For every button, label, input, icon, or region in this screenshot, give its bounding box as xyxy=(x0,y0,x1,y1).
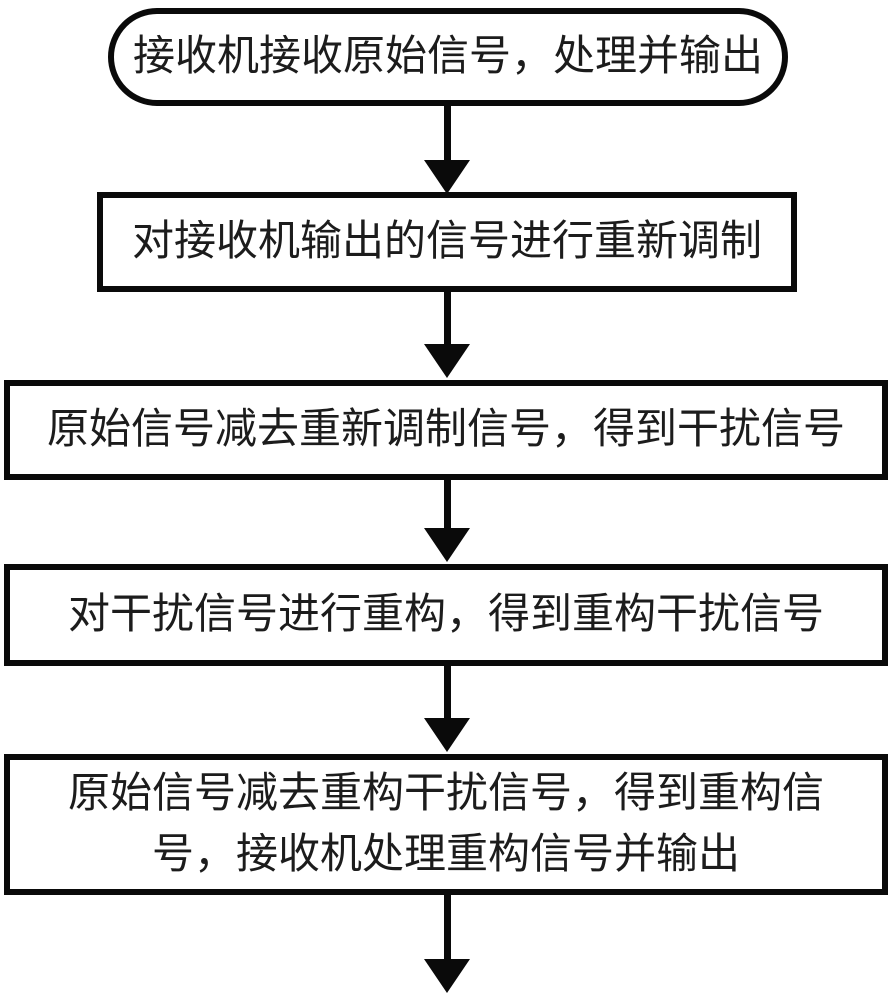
flow-node-receive-original-signal: 接收机接收原始信号，处理并输出 xyxy=(108,8,788,106)
arrowhead-down-icon xyxy=(424,344,470,378)
connector-arrow-2 xyxy=(424,292,470,378)
connector-arrow-3 xyxy=(424,480,470,562)
arrowhead-down-icon xyxy=(424,959,470,993)
arrow-shaft xyxy=(443,666,451,718)
flow-node-subtract-remodulated-signal: 原始信号减去重新调制信号，得到干扰信号 xyxy=(4,380,888,480)
connector-arrow-1 xyxy=(424,106,470,194)
arrow-shaft xyxy=(443,106,451,160)
connector-arrow-4 xyxy=(424,666,470,752)
arrowhead-down-icon xyxy=(424,528,470,562)
arrow-shaft xyxy=(443,292,451,344)
flow-node-remodulate-output: 对接收机输出的信号进行重新调制 xyxy=(97,192,797,292)
flow-node-reconstruct-interference: 对干扰信号进行重构，得到重构干扰信号 xyxy=(4,564,888,666)
arrowhead-down-icon xyxy=(424,160,470,194)
connector-arrow-output xyxy=(424,895,470,993)
flow-node-label: 原始信号减去重构干扰信号，得到重构信号，接收机处理重构信号并输出 xyxy=(67,770,824,878)
flow-node-subtract-reconstructed-output: 原始信号减去重构干扰信号，得到重构信号，接收机处理重构信号并输出 xyxy=(4,754,888,895)
flow-node-label: 对干扰信号进行重构，得到重构干扰信号 xyxy=(67,591,824,638)
flow-node-label: 原始信号减去重新调制信号，得到干扰信号 xyxy=(46,406,845,453)
arrowhead-down-icon xyxy=(424,718,470,752)
arrow-shaft xyxy=(443,480,451,528)
flow-node-label: 接收机接收原始信号，处理并输出 xyxy=(132,33,763,80)
flow-node-label: 对接收机输出的信号进行重新调制 xyxy=(131,218,762,265)
arrow-shaft xyxy=(443,895,451,959)
